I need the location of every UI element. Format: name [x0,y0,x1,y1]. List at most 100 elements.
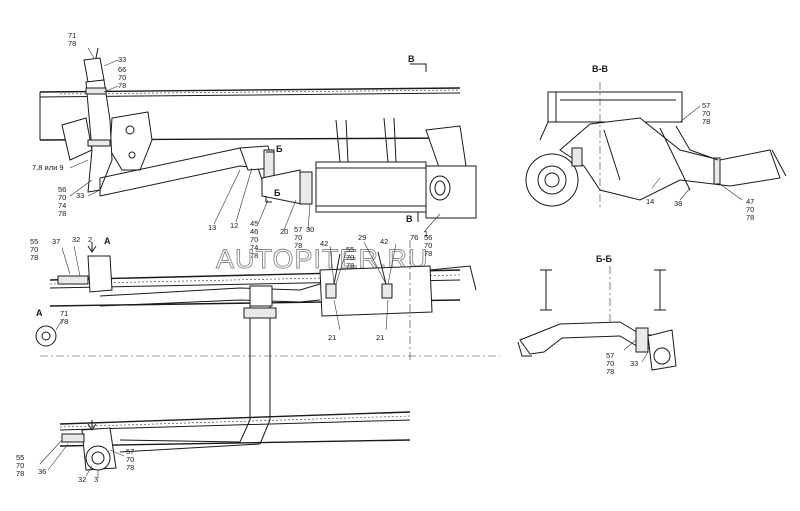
callout: 70 [16,461,24,470]
callout: 57 [126,447,134,456]
callout: 78 [58,209,66,218]
callout: 56 [58,185,66,194]
callout: 78 [60,317,68,326]
bracket-hole [128,151,136,159]
callout: 37 [52,237,60,246]
section-letter: В [406,214,413,224]
callout: 57 [702,101,710,110]
leader-lines-middle [61,241,397,331]
callout: 70 [746,205,754,214]
callout: 13 [208,223,216,232]
callout: 56 [424,233,432,242]
callout: 21 [328,333,336,342]
frame-rail-bottom [59,411,411,447]
callout: 57 [606,351,614,360]
callout: 36 [38,467,46,476]
callout: 76 [410,233,418,242]
callout: 1 [424,229,428,238]
callout: 32 [72,235,80,244]
callouts-top: 71 78 33 66 70 78 7,8 или 9 56 70 74 78 … [32,31,428,260]
callout: 78 [68,39,76,48]
leader-lines-top [69,47,441,233]
section-letter: Б [276,144,283,154]
callout: 55 [16,453,24,462]
callout: 70 [606,359,614,368]
callout: 71 [68,31,76,40]
section-letter: В [408,54,415,64]
callout: 12 [230,221,238,230]
callout: 55 [30,237,38,246]
callout: 78 [424,249,432,258]
tail-outlet [425,125,477,219]
exhaust-pipe-vertical [119,306,277,453]
section-marker-a: А [87,236,111,253]
frame-bracket [109,111,153,171]
exhaust-outlet-bottom [61,420,117,471]
exhaust-pipe-middle [57,251,477,317]
callout: 78 [30,253,38,262]
callout: 70 [126,455,134,464]
callout: 78 [294,241,302,250]
callout: 70 [424,241,432,250]
section-bb-drawing [517,269,677,371]
callout: 30 [306,225,314,234]
section-letter: А [104,236,111,246]
callout: 78 [346,261,354,270]
callout: 74 [58,201,66,210]
reducer-clamp [299,171,313,205]
callout: 57 [294,225,302,234]
callout: 47 [746,197,754,206]
callout: 74 [250,243,258,252]
callout: 78 [606,367,614,376]
exhaust-pipe-long [99,145,275,197]
section-vv-drawing [525,82,787,210]
callout: 71 [60,309,68,318]
callout: 33 [118,55,126,64]
callout: 70 [702,109,710,118]
callout: 78 [746,213,754,222]
muffler [315,117,427,213]
callout: 78 [16,469,24,478]
section-marker-b-lower: Б [265,188,281,203]
callout: 78 [250,251,258,260]
section-marker-b-upper: Б [266,144,283,154]
callout: 70 [346,253,354,262]
callout: 42 [380,237,388,246]
view-a-detail: А [35,308,63,347]
callout: 29 [358,233,366,242]
callouts-vv: 57 70 78 14 38 47 70 78 [646,101,754,222]
callout: 70 [30,245,38,254]
callout: 45 [250,219,258,228]
callout: 2 [88,235,92,244]
callout: 3 [94,475,98,484]
callout: 33 [76,191,84,200]
callouts-bottom: 55 70 78 36 32 3 57 70 78 [16,447,134,484]
exhaust-flange-plate [61,117,93,161]
leader-lines-bottom [39,439,125,478]
section-marker-v-top: В [408,54,427,72]
callout: 70 [294,233,302,242]
section-letter: Б [274,188,281,198]
callout: 55 [346,245,354,254]
section-title-vv: В-В [592,64,608,74]
callout: 70 [118,73,126,82]
callout: 42 [320,239,328,248]
callout: 78 [126,463,134,472]
callout: 7,8 или 9 [32,163,64,172]
callout: 32 [78,475,86,484]
callouts-bb: 57 70 78 33 [606,351,638,376]
bracket-hole [125,125,135,135]
section-title-bb: Б-Б [596,254,612,264]
callout: 33 [630,359,638,368]
callout: 70 [58,193,66,202]
callout: 70 [250,235,258,244]
callout: 20 [280,227,288,236]
callout: 14 [646,197,654,206]
callout: 66 [118,65,126,74]
exhaust-downpipe [83,47,113,193]
callouts-middle: 55 70 78 37 32 2 42 55 70 78 29 42 76 56… [30,233,432,342]
callout: 78 [118,81,126,90]
callout: 38 [674,199,682,208]
callout: 21 [376,333,384,342]
